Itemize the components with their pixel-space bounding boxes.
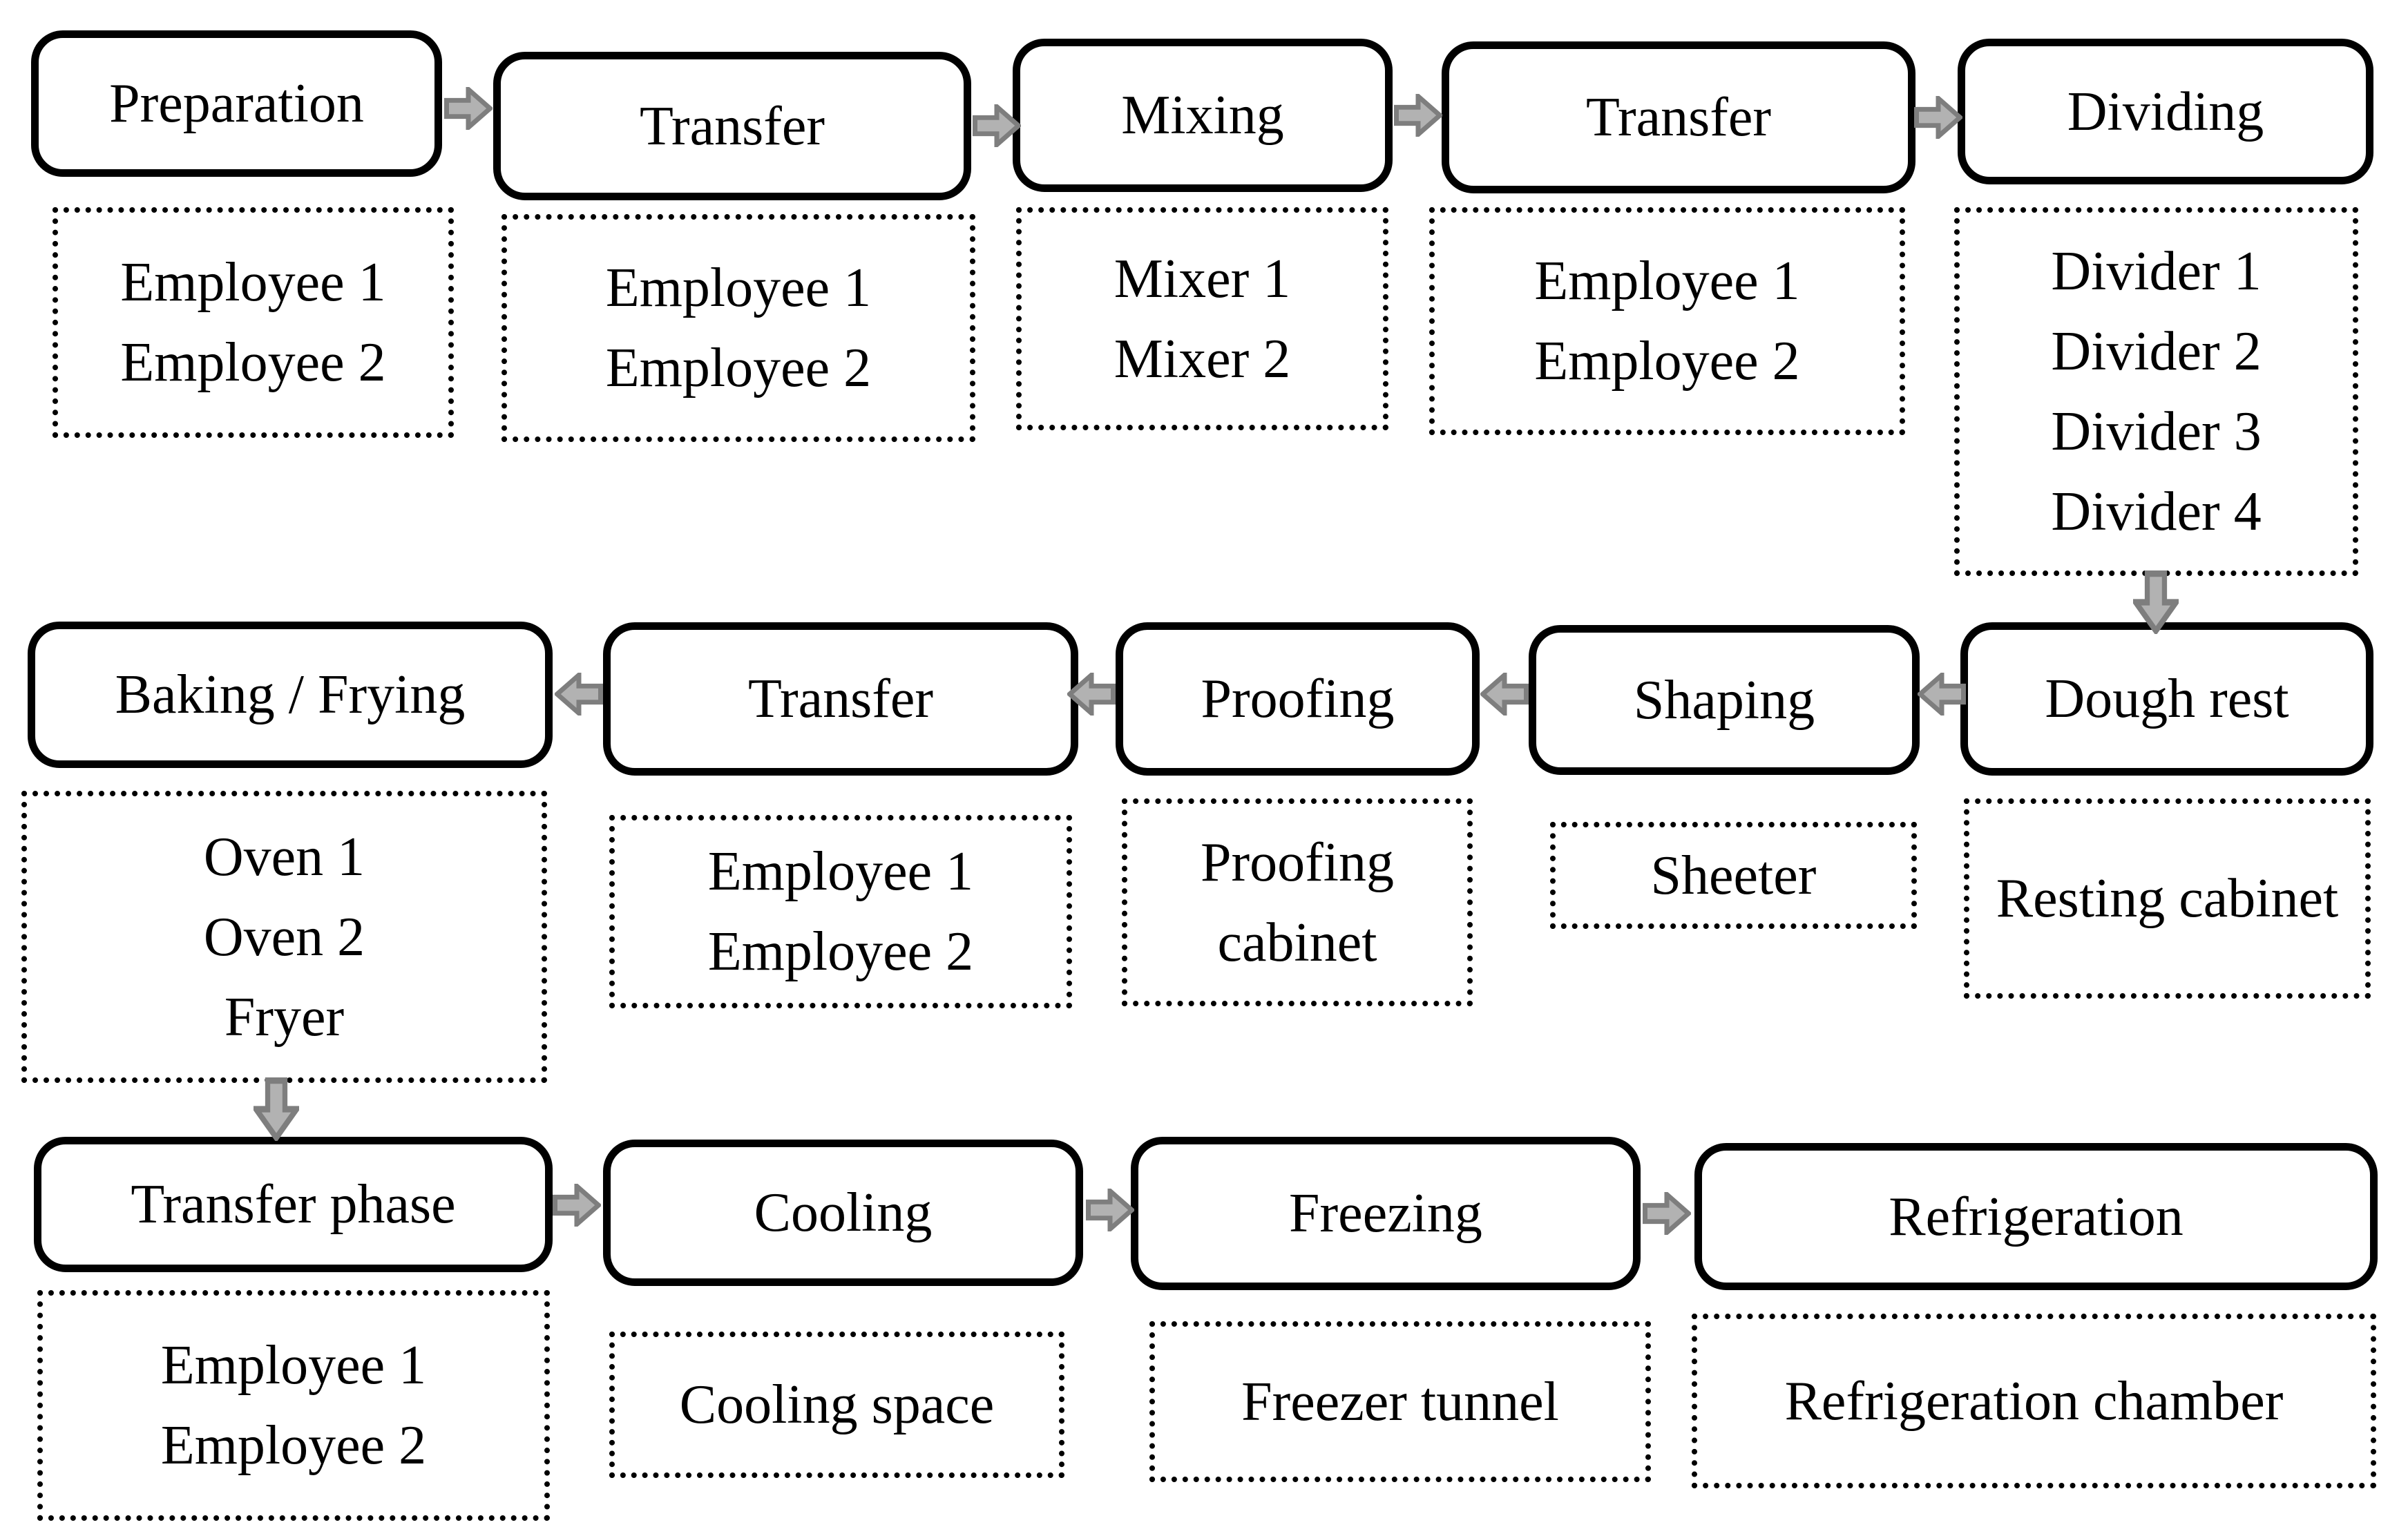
arrow-left-icon <box>555 673 603 716</box>
phase-box-preparation: Preparation <box>31 30 442 177</box>
phase-label: Mixing <box>1121 85 1284 146</box>
resource-box-mixing: Mixer 1 Mixer 2 <box>1016 207 1388 430</box>
flow-arrow-cooling-to-freezing <box>1086 1189 1134 1231</box>
flow-arrow-proofing-to-transfer <box>1067 673 1116 716</box>
resource-item: Oven 2 <box>203 906 365 968</box>
phase-label: Transfer <box>747 669 934 729</box>
arrow-down-icon <box>254 1077 299 1141</box>
resource-item: Employee 1 <box>160 1335 427 1396</box>
arrow-left-icon <box>1480 673 1529 716</box>
resource-item: Employee 1 <box>1534 251 1800 311</box>
resource-item: Employee 2 <box>605 338 872 399</box>
resource-box-transfer-phase: Employee 1 Employee 2 <box>37 1290 550 1521</box>
phase-label: Transfer phase <box>131 1174 456 1235</box>
phase-label: Cooling <box>754 1182 933 1243</box>
phase-box-dough-rest: Dough rest <box>1960 622 2373 776</box>
resource-item: Mixer 1 <box>1114 248 1291 309</box>
phase-label: Refrigeration <box>1889 1186 2184 1247</box>
flow-arrow-preparation-to-transfer <box>444 87 493 130</box>
resource-box-freezing: Freezer tunnel <box>1149 1321 1651 1482</box>
phase-box-refrigeration: Refrigeration <box>1694 1143 2378 1290</box>
resource-item: Employee 2 <box>120 332 386 393</box>
resource-item: Employee 1 <box>707 841 974 902</box>
phase-box-transfer-phase: Transfer phase <box>34 1137 553 1272</box>
resource-box-proofing: Proofing cabinet <box>1122 798 1473 1006</box>
phase-label: Proofing <box>1201 669 1395 729</box>
resource-box-transfer-3: Employee 1 Employee 2 <box>609 815 1072 1008</box>
phase-box-baking-frying: Baking / Frying <box>28 622 553 768</box>
phase-label: Dough rest <box>2045 669 2289 729</box>
resource-item: Employee 1 <box>605 258 872 318</box>
phase-label: Baking / Frying <box>115 664 466 725</box>
resource-box-transfer-2: Employee 1 Employee 2 <box>1429 207 1905 435</box>
phase-label: Dividing <box>2067 81 2264 142</box>
resource-box-refrigeration: Refrigeration chamber <box>1692 1314 2376 1488</box>
arrow-right-icon <box>1643 1192 1691 1235</box>
arrow-right-icon <box>1914 96 1962 139</box>
phase-box-shaping: Shaping <box>1529 625 1920 775</box>
resource-item: Employee 2 <box>160 1415 427 1476</box>
phase-label: Transfer <box>1585 87 1772 148</box>
resource-box-baking-frying: Oven 1 Oven 2 Fryer <box>21 791 547 1083</box>
resource-item: Divider 3 <box>2051 401 2262 462</box>
flow-arrow-transfer-to-baking-frying <box>555 673 603 716</box>
resource-item: Divider 1 <box>2051 241 2262 302</box>
resource-box-preparation: Employee 1 Employee 2 <box>52 207 454 438</box>
resource-item: Divider 2 <box>2051 321 2262 382</box>
resource-box-dividing: Divider 1 Divider 2 Divider 3 Divider 4 <box>1954 207 2358 576</box>
flow-arrow-baking-frying-to-transfer-phase <box>254 1077 299 1141</box>
flow-arrow-mixing-to-transfer <box>1394 94 1442 137</box>
arrow-left-icon <box>1067 673 1116 716</box>
resource-box-shaping: Sheeter <box>1550 822 1917 929</box>
arrow-right-icon <box>444 87 493 130</box>
resource-item: Employee 1 <box>120 252 386 313</box>
resource-item: Fryer <box>224 986 345 1048</box>
phase-box-dividing: Dividing <box>1958 39 2373 184</box>
arrow-right-icon <box>1086 1189 1134 1231</box>
resource-item: Cooling space <box>679 1374 995 1435</box>
flow-arrow-dividing-to-dough-rest <box>2133 570 2179 634</box>
flow-arrow-transfer-to-mixing <box>973 104 1021 147</box>
phase-box-mixing: Mixing <box>1013 39 1393 192</box>
phase-label: Transfer <box>639 95 825 157</box>
phase-box-transfer-3: Transfer <box>603 622 1078 776</box>
phase-box-transfer-2: Transfer <box>1442 41 1915 193</box>
flow-arrow-shaping-to-proofing <box>1480 673 1529 716</box>
resource-item: Employee 2 <box>707 921 974 982</box>
flow-arrow-dough-rest-to-shaping <box>1918 673 1966 716</box>
arrow-right-icon <box>553 1184 601 1227</box>
phase-label: Freezing <box>1289 1183 1482 1244</box>
resource-item: Proofing cabinet <box>1201 832 1394 973</box>
phase-label: Preparation <box>109 73 364 134</box>
flow-arrow-transfer-to-dividing <box>1914 96 1962 139</box>
resource-item: Resting cabinet <box>1996 868 2339 929</box>
resource-item: Divider 4 <box>2051 481 2262 542</box>
phase-box-proofing: Proofing <box>1116 622 1480 776</box>
phase-box-freezing: Freezing <box>1131 1137 1641 1290</box>
arrow-right-icon <box>1394 94 1442 137</box>
arrow-down-icon <box>2133 570 2179 634</box>
flow-arrow-freezing-to-refrigeration <box>1643 1192 1691 1235</box>
resource-box-cooling: Cooling space <box>609 1332 1064 1478</box>
resource-item: Freezer tunnel <box>1241 1371 1559 1432</box>
phase-label: Shaping <box>1633 669 1815 731</box>
arrow-left-icon <box>1918 673 1966 716</box>
phase-box-transfer-1: Transfer <box>493 52 971 200</box>
resource-item: Refrigeration chamber <box>1784 1370 2284 1432</box>
resource-box-transfer-1: Employee 1 Employee 2 <box>501 214 975 442</box>
resource-box-dough-rest: Resting cabinet <box>1964 798 2371 999</box>
resource-item: Oven 1 <box>203 826 365 887</box>
phase-box-cooling: Cooling <box>603 1140 1083 1286</box>
resource-item: Mixer 2 <box>1114 328 1291 390</box>
flow-arrow-transfer-phase-to-cooling <box>553 1184 601 1227</box>
resource-item: Sheeter <box>1650 845 1817 906</box>
resource-item: Employee 2 <box>1534 331 1800 392</box>
arrow-right-icon <box>973 104 1021 147</box>
